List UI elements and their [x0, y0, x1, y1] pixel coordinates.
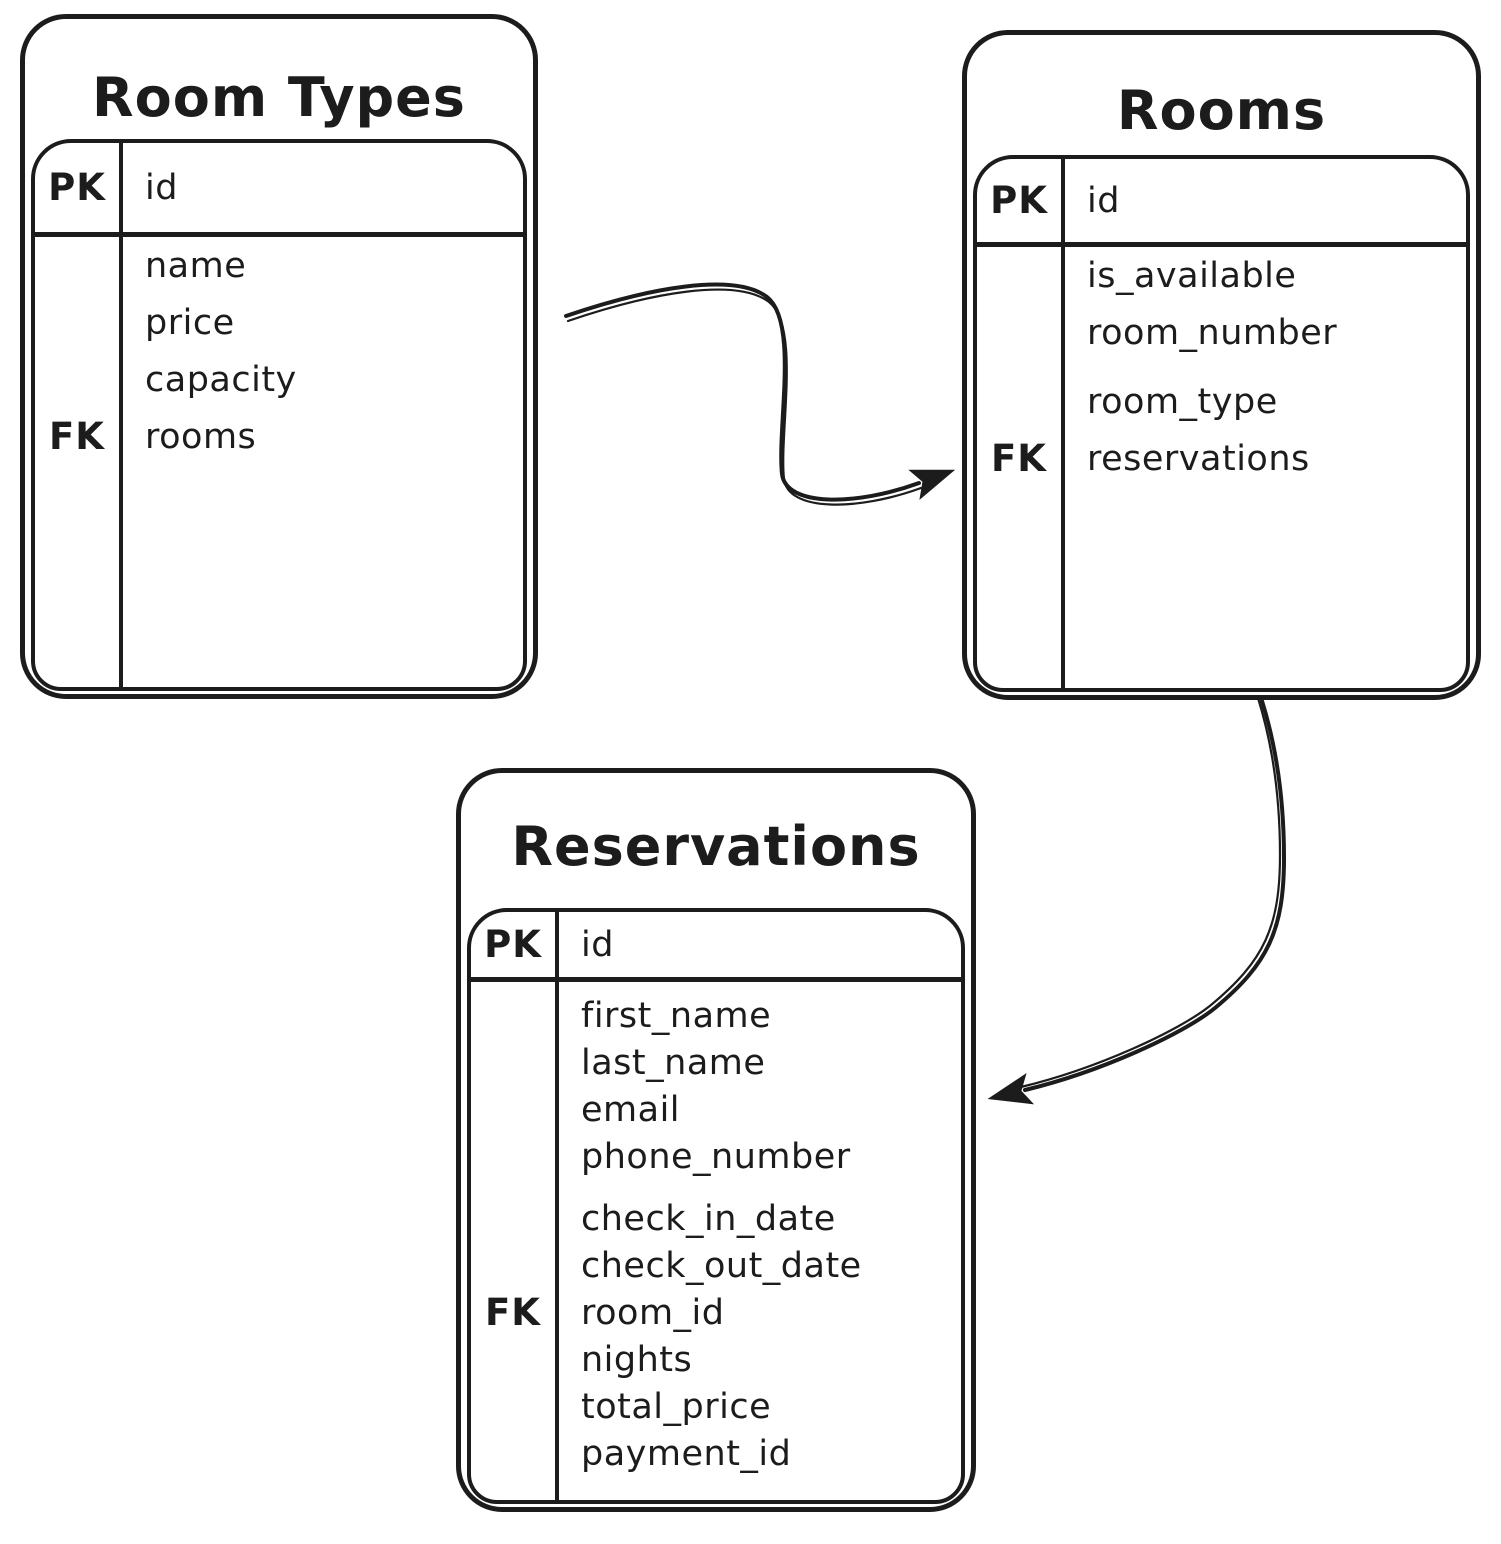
field-row: total_price: [471, 1383, 961, 1430]
field-name: total_price: [581, 1386, 772, 1427]
pk-field-name: id: [1087, 180, 1120, 221]
primary-key-row: PK id: [977, 159, 1466, 247]
field-row: FK room_id: [471, 1289, 961, 1336]
key-column-divider: [1061, 159, 1065, 688]
fk-badge: FK: [991, 437, 1047, 480]
table-field-area: PK id first_name last_name email: [467, 908, 965, 1504]
pk-badge: PK: [990, 179, 1048, 222]
field-name: nights: [581, 1339, 693, 1380]
table-title: Room Types: [92, 65, 466, 129]
table-field-area: PK id name price capacity FK roo: [31, 139, 527, 691]
relationship-arrow-room-types-to-rooms: [564, 282, 956, 506]
field-name: reservations: [1087, 438, 1310, 479]
field-name: room_type: [1087, 381, 1278, 422]
field-name: phone_number: [581, 1136, 851, 1177]
field-row: first_name: [471, 992, 961, 1039]
field-row: name: [35, 237, 523, 294]
pk-field-name: id: [145, 167, 178, 208]
key-column-divider: [119, 143, 123, 687]
field-row: capacity: [35, 351, 523, 408]
pk-badge: PK: [48, 166, 106, 209]
entity-table-room-types: Room Types PK id name price capacity: [20, 14, 538, 699]
entity-table-reservations: Reservations PK id first_name last_name …: [456, 768, 976, 1512]
primary-key-row: PK id: [471, 912, 961, 982]
table-title: Reservations: [511, 815, 921, 878]
field-rows: name price capacity FK rooms: [35, 237, 523, 465]
field-name: email: [581, 1089, 681, 1130]
key-column-divider: [555, 912, 559, 1500]
field-name: rooms: [145, 416, 257, 457]
field-row: price: [35, 294, 523, 351]
fk-badge: FK: [49, 415, 105, 458]
field-row: room_type: [977, 373, 1466, 430]
field-rows: first_name last_name email phone_number …: [471, 982, 961, 1477]
field-name: payment_id: [581, 1433, 792, 1474]
field-row: check_in_date: [471, 1195, 961, 1242]
primary-key-row: PK id: [35, 143, 523, 237]
field-name: price: [145, 302, 235, 343]
field-name: check_out_date: [581, 1245, 862, 1286]
relationship-arrow-rooms-to-reservations: [987, 696, 1287, 1105]
field-row: room_number: [977, 304, 1466, 361]
pk-field-name: id: [581, 924, 614, 965]
field-name: check_in_date: [581, 1198, 836, 1239]
pk-badge: PK: [484, 923, 542, 966]
field-row: phone_number: [471, 1133, 961, 1180]
field-row: last_name: [471, 1039, 961, 1086]
field-name: capacity: [145, 359, 297, 400]
table-title: Rooms: [1116, 78, 1327, 142]
field-row: payment_id: [471, 1430, 961, 1477]
field-name: first_name: [581, 995, 772, 1036]
field-name: is_available: [1087, 255, 1297, 296]
field-row: FK rooms: [35, 408, 523, 465]
field-name: last_name: [581, 1042, 766, 1083]
field-rows: is_available room_number room_type FK re…: [977, 247, 1466, 487]
field-row: nights: [471, 1336, 961, 1383]
field-name: room_number: [1087, 312, 1338, 353]
field-row: is_available: [977, 247, 1466, 304]
field-name: name: [145, 245, 247, 286]
field-row: check_out_date: [471, 1242, 961, 1289]
field-row: FK reservations: [977, 430, 1466, 487]
field-name: room_id: [581, 1292, 725, 1333]
fk-badge: FK: [485, 1291, 541, 1334]
table-field-area: PK id is_available room_number room_type…: [973, 155, 1470, 692]
entity-table-rooms: Rooms PK id is_available room_number roo…: [962, 30, 1481, 700]
field-row: email: [471, 1086, 961, 1133]
